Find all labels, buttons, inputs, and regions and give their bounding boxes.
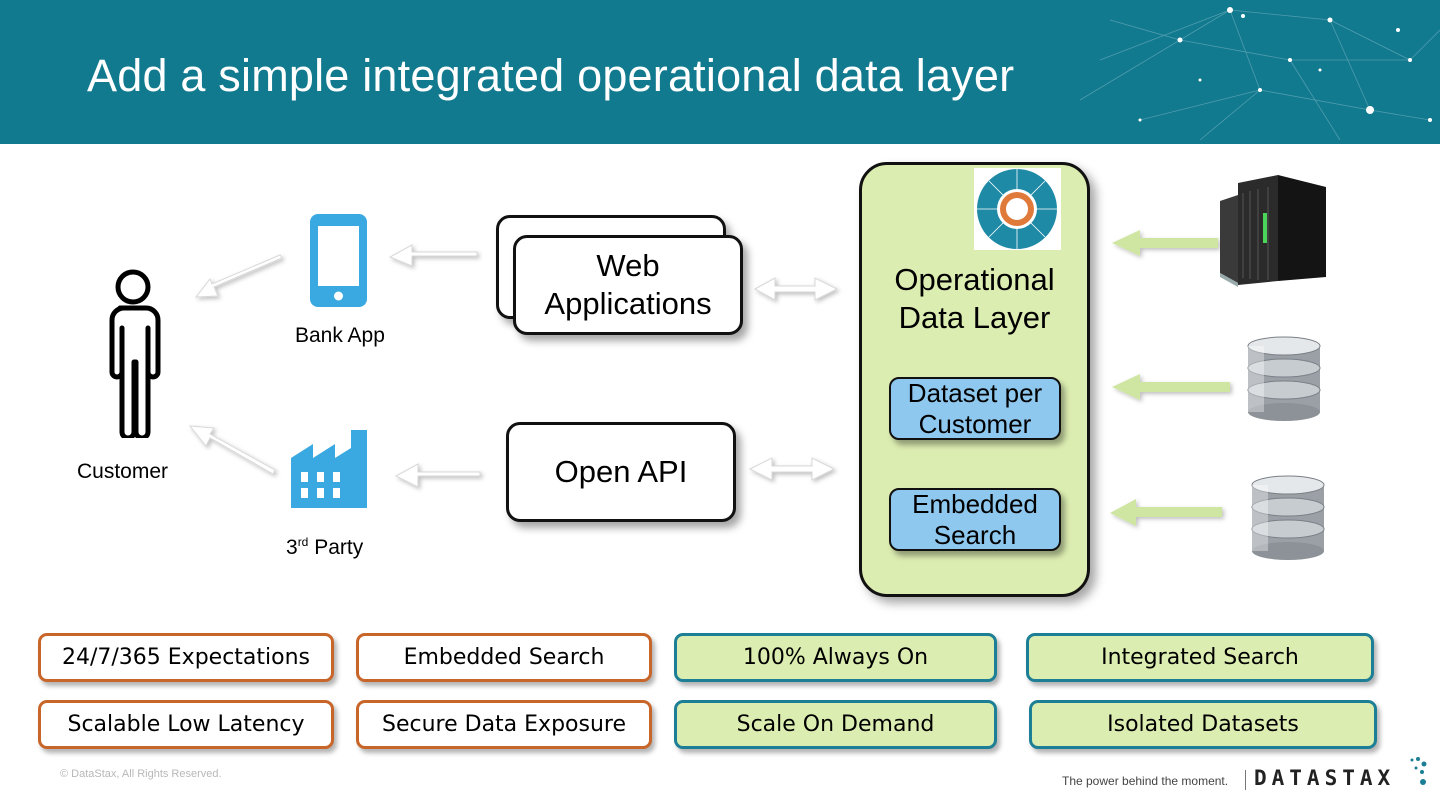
smartphone-icon [310, 214, 367, 307]
customer-person-icon [109, 269, 161, 438]
slide-title: Add a simple integrated operational data… [87, 50, 1015, 101]
footer-tagline: The power behind the moment. [1062, 774, 1229, 788]
factory-icon [291, 430, 367, 508]
product-wheel-icon [974, 168, 1061, 250]
logo-dots-icon [1410, 757, 1427, 785]
third-party-label: 3rd Party [286, 535, 364, 559]
tag-integrated-search: Integrated Search [1026, 633, 1374, 682]
tag-secure-data-exposure: Secure Data Exposure [356, 700, 652, 749]
tag-24-7-365: 24/7/365 Expectations [38, 633, 334, 682]
open-api-label: Open API [554, 454, 688, 489]
database-icon [1242, 334, 1335, 426]
tag-scale-on-demand: Scale On Demand [674, 700, 997, 749]
tag-scalable-low-latency: Scalable Low Latency [38, 700, 334, 749]
bank-app-label: Bank App [295, 324, 385, 347]
footer-divider [1245, 770, 1246, 790]
open-api-box: Open API [506, 422, 736, 522]
tag-embedded-search: Embedded Search [356, 633, 652, 682]
web-apps-line1: Web [596, 248, 660, 283]
copyright-notice: © DataStax, All Rights Reserved. [60, 768, 222, 780]
tag-always-on: 100% Always On [674, 633, 997, 682]
customer-label: Customer [77, 460, 169, 483]
datastax-logo: DATASTAX [1254, 766, 1396, 790]
title-banner: Add a simple integrated operational data… [0, 0, 1440, 144]
database-icon-2 [1246, 473, 1339, 565]
mainframe-server-icon [1220, 175, 1326, 287]
tag-isolated-datasets: Isolated Datasets [1029, 700, 1377, 749]
constellation-decoration [1080, 7, 1440, 141]
web-apps-line2: Applications [544, 286, 712, 321]
